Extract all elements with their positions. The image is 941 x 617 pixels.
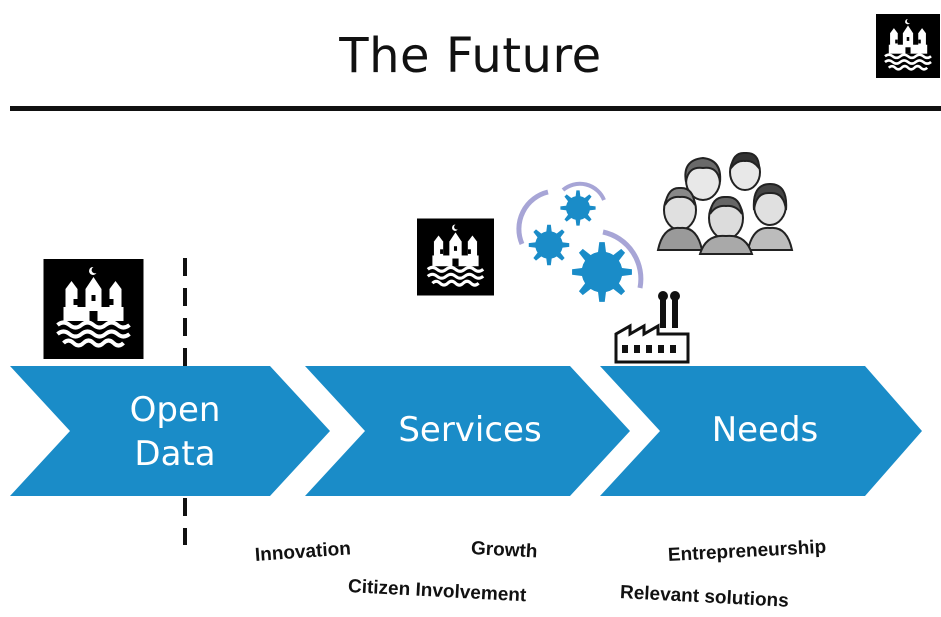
keyword-growth: Growth xyxy=(470,538,538,563)
chevron-needs xyxy=(600,366,922,496)
coat-of-arms-icon xyxy=(417,217,494,297)
coat-of-arms-icon xyxy=(876,12,940,80)
factory-icon xyxy=(614,291,690,364)
step-services: Services xyxy=(398,410,542,450)
gears-icon xyxy=(516,181,644,302)
people-group-icon xyxy=(656,151,794,255)
step-needs: Needs xyxy=(711,410,819,450)
chevron-open-data xyxy=(10,366,330,496)
step-open-data-line1: Open xyxy=(129,390,221,430)
step-open-data-line2: Data xyxy=(134,434,216,474)
chevron-services xyxy=(305,366,630,496)
step-open-data: Open Data xyxy=(110,388,240,476)
title-divider xyxy=(10,106,941,111)
coat-of-arms-icon xyxy=(44,259,144,359)
slide-title: The Future xyxy=(339,28,602,84)
